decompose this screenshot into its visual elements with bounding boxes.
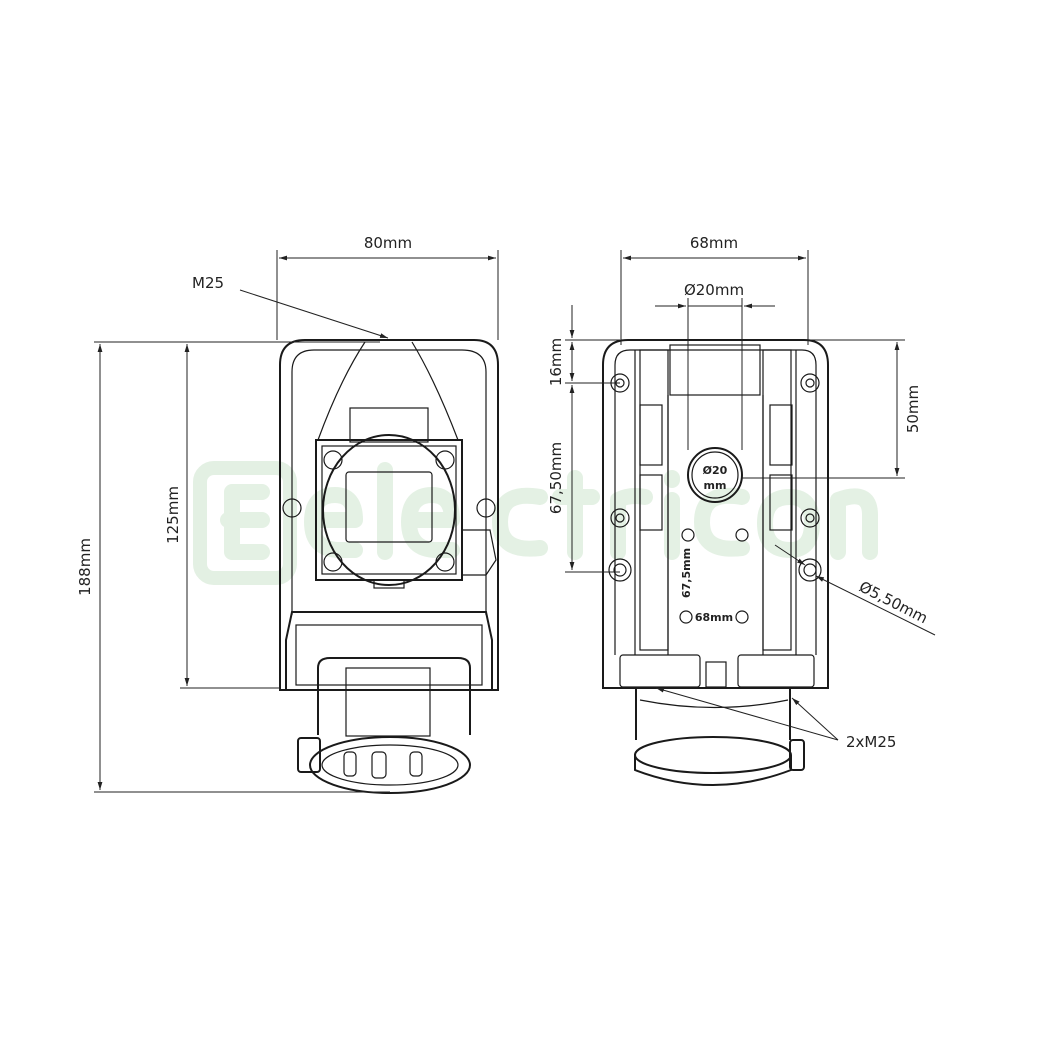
front-view (279, 339, 499, 794)
m25-label: M25 (192, 274, 224, 292)
inner-vertical-label: 67,5mm (680, 548, 693, 598)
width-80mm-label: 80mm (364, 234, 412, 252)
hole-badge-bottom: mm (704, 479, 727, 492)
height-188mm-label: 188mm (76, 538, 94, 596)
screw-icons (282, 450, 496, 572)
back-view: Ø20 mm 67,5mm 68mm (602, 339, 829, 786)
mount-spacing-label: 67,50mm (547, 442, 565, 514)
hole-offset-50mm-label: 50mm (904, 385, 922, 433)
hole-badge-top: Ø20 (703, 464, 728, 477)
glands-2xm25-label: 2xM25 (846, 733, 896, 751)
mount-hole-diameter-label: Ø5,50mm (856, 578, 930, 628)
width-68mm-label: 68mm (690, 234, 738, 252)
top-offset-16mm-label: 16mm (547, 338, 565, 386)
height-125mm-label: 125mm (164, 486, 182, 544)
front-dimensions: 80mm M25 125mm 188mm (76, 234, 499, 793)
hole-diameter-label: Ø20mm (684, 281, 744, 299)
inner-horizontal-label: 68mm (695, 611, 733, 624)
